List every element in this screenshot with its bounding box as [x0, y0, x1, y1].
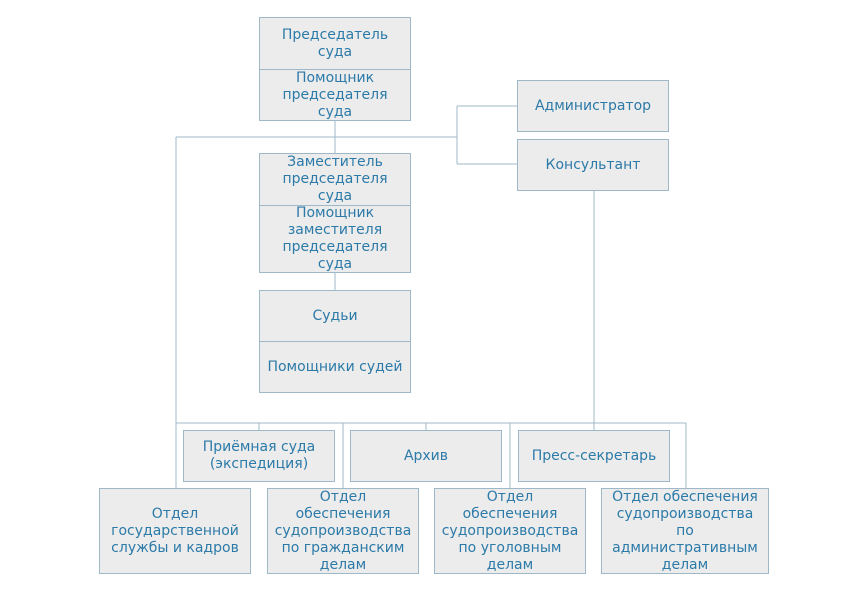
press-secretary-box: Пресс-секретарь: [518, 430, 670, 482]
administrator-box: Администратор: [517, 80, 669, 132]
civil-department-box: Отдел обеспечения судопроизводства по гр…: [267, 488, 419, 574]
judges-box: Судьи: [259, 290, 411, 342]
chairman-box: Председатель суда: [259, 17, 411, 70]
judges-assistants-box: Помощники судей: [259, 342, 411, 393]
deputy-box: Заместитель председателя суда: [259, 153, 411, 206]
reception-box: Приёмная суда (экспедиция): [183, 430, 335, 482]
chairman-assistant-box: Помощник председателя суда: [259, 70, 411, 121]
hr-department-box: Отдел государственной службы и кадров: [99, 488, 251, 574]
criminal-department-box: Отдел обеспечения судопроизводства по уг…: [434, 488, 586, 574]
archive-box: Архив: [350, 430, 502, 482]
deputy-assistant-box: Помощник заместителя председателя суда: [259, 205, 411, 273]
consultant-box: Консультант: [517, 139, 669, 191]
admin-department-box: Отдел обеспечения судопроизводства по ад…: [601, 488, 769, 574]
